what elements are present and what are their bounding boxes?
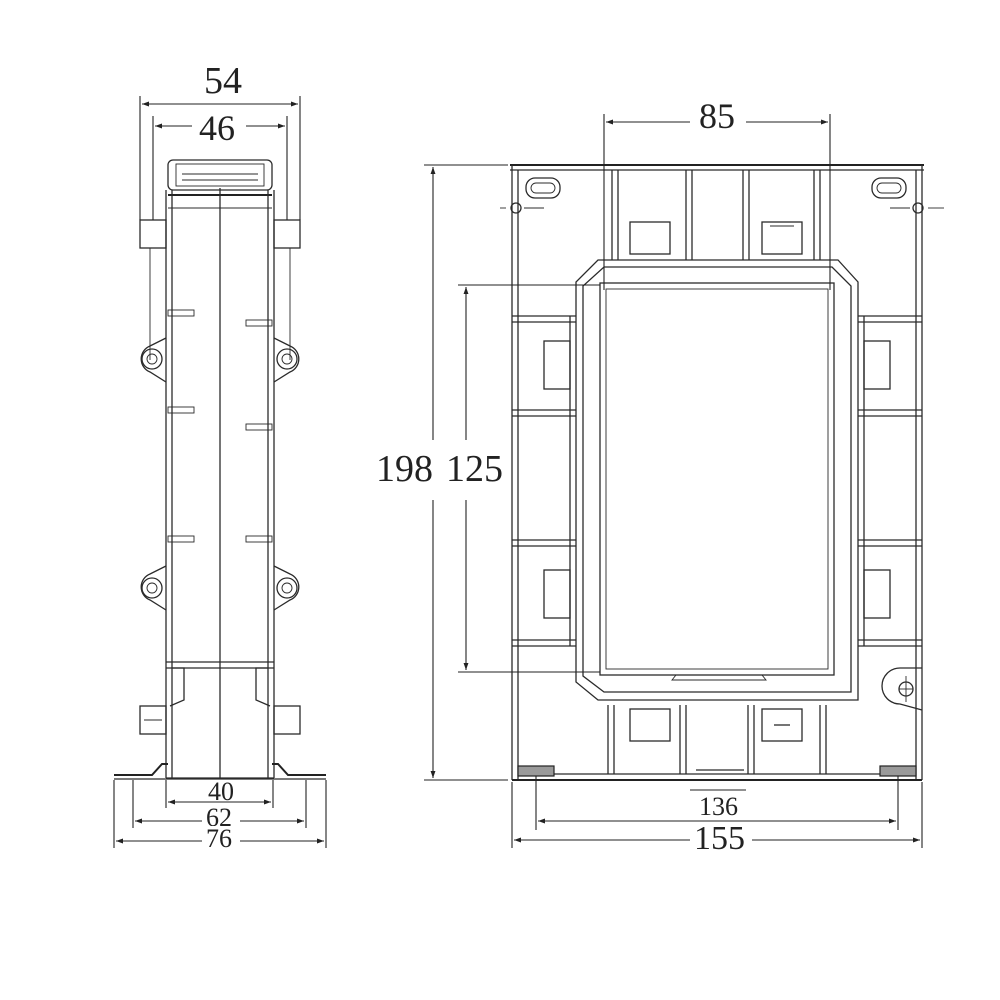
mount-lug-icon (140, 337, 300, 611)
dim-label-76: 76 (204, 824, 234, 853)
side-view (114, 159, 326, 780)
dim-label-155: 155 (692, 820, 747, 857)
ground-terminal-icon (881, 667, 923, 711)
dim-label-46: 46 (197, 108, 237, 148)
dim-label-54: 54 (202, 60, 244, 102)
side-view-dimensions (113, 96, 327, 848)
front-view (500, 164, 944, 781)
dim-label-85: 85 (697, 96, 737, 136)
dim-label-198: 198 (374, 448, 435, 490)
foot-right (879, 765, 917, 777)
foot-left (517, 765, 555, 777)
dim-label-136: 136 (699, 792, 738, 821)
dim-label-40: 40 (208, 777, 234, 806)
dim-label-125: 125 (444, 448, 505, 490)
front-view-dimensions (424, 114, 923, 848)
